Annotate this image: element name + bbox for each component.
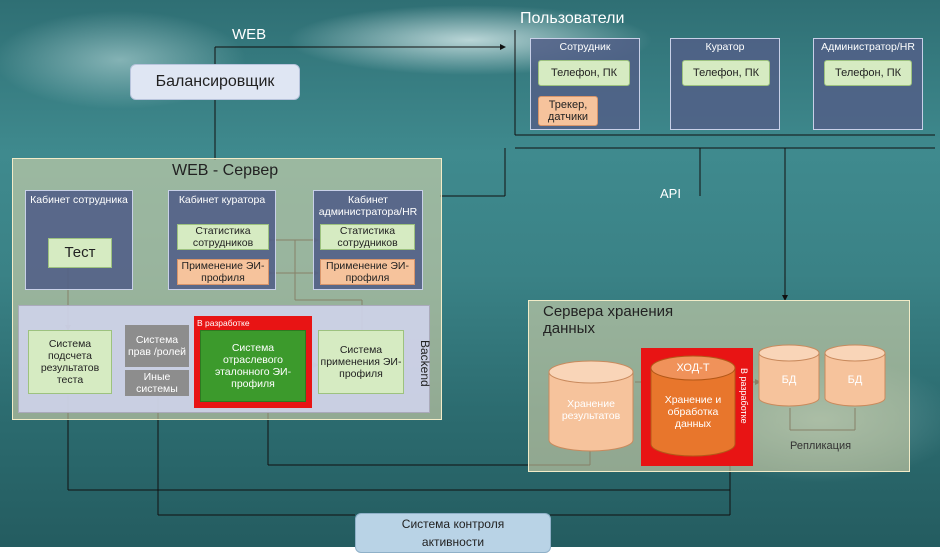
storage-title: Сервера хранения данных (543, 303, 674, 337)
apply-box: Применение ЭИ-профиля (177, 259, 269, 285)
cabinet-label: Кабинет сотрудника (30, 194, 128, 206)
in-development-label: В разработке (197, 318, 250, 328)
device-item: Трекер, датчики (538, 96, 598, 126)
api-label: API (660, 186, 681, 201)
web-server-title: WEB - Сервер (172, 162, 279, 179)
other-systems-box: Иные системы (125, 370, 189, 396)
results-storage-cylinder: Хранение результатов (548, 360, 634, 452)
device-item: Телефон, ПК (682, 60, 770, 86)
stats-box: Статистика сотрудников (177, 224, 269, 250)
test-box: Тест (48, 238, 112, 268)
hod-cylinder: ХОД-Т Хранение и обработка данных (650, 354, 736, 458)
stats-box: Статистика сотрудников (320, 224, 415, 250)
device-item: Телефон, ПК (824, 60, 912, 86)
apply-system-box: Система применения ЭИ-профиля (318, 330, 404, 394)
users-title: Пользователи (520, 10, 625, 27)
reference-profile-system-box: Система отраслевого эталонного ЭИ-профил… (200, 330, 306, 402)
db-label: БД (781, 374, 797, 386)
apply-box: Применение ЭИ-профиля (320, 259, 415, 285)
cabinet-employee: Кабинет сотрудника (25, 190, 133, 290)
user-column-name: Сотрудник (559, 41, 611, 53)
scoring-system-box: Система подсчета результатов теста (28, 330, 112, 394)
web-label: WEB (232, 26, 267, 43)
replication-label: Репликация (790, 440, 852, 452)
activity-control-box: Система контроля активности (355, 513, 551, 553)
balancer-box: Балансировщик (130, 64, 300, 100)
rights-system-box: Система прав /ролей (125, 325, 189, 367)
hod-title: ХОД-Т (676, 362, 710, 374)
cabinet-label: Кабинет куратора (178, 194, 266, 206)
db-cylinder: БД (824, 344, 886, 408)
device-item: Телефон, ПК (538, 60, 630, 86)
cabinet-label: Кабинет администратора/HR (318, 194, 418, 218)
backend-label: Backend (418, 340, 432, 387)
hod-label: Хранение и обработка данных (664, 394, 722, 430)
db-label: БД (847, 374, 863, 386)
results-storage-label: Хранение результатов (561, 398, 621, 422)
user-column-name: Куратор (705, 41, 745, 53)
user-column-name: Администратор/HR (821, 41, 915, 53)
hod-in-development-label: В разработке (739, 368, 749, 424)
db-cylinder: БД (758, 344, 820, 408)
